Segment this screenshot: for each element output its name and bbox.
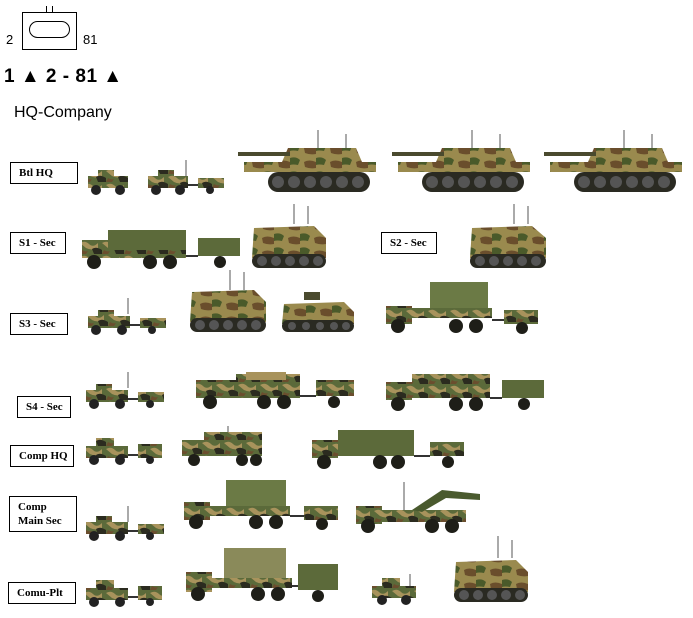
- row-label-comp-hq: Comp HQ: [10, 445, 74, 467]
- armored-command-vehicle-icon: [454, 536, 528, 602]
- unit-symbol: [22, 6, 77, 50]
- row-label-s4-sec: S4 - Sec: [17, 396, 71, 418]
- symbol-tick: [46, 6, 47, 13]
- symbol-right-value: 81: [83, 32, 98, 47]
- armored-command-vehicle-icon: [252, 204, 326, 268]
- shelter-truck-with-trailer-icon: [186, 548, 338, 602]
- row-label-s2-sec: S2 - Sec: [381, 232, 437, 254]
- row-label-comu-plt: Comu-Plt: [8, 582, 76, 604]
- jeep-icon: [372, 574, 416, 605]
- symbol-left-value: 2: [6, 32, 14, 47]
- jeep-with-trailer-icon: [86, 580, 162, 607]
- jeep-with-trailer-icon: [88, 298, 166, 335]
- jeep-icon: [88, 170, 128, 195]
- row-label-comp-main-sec: Comp Main Sec: [9, 496, 77, 532]
- tank-icon: [238, 130, 376, 192]
- unit-designation: 1 ▲ 2 - 81 ▲: [4, 66, 123, 87]
- jeep-with-trailer-icon: [86, 438, 162, 465]
- row-label-s3-sec: S3 - Sec: [10, 313, 68, 335]
- armored-command-vehicle-icon: [190, 270, 266, 332]
- tank-icon: [392, 130, 530, 192]
- shelter-truck-with-trailer-icon: [184, 480, 338, 530]
- cargo-truck-with-trailer-icon: [386, 374, 544, 411]
- jeep-with-trailer-icon: [148, 160, 224, 195]
- shelter-truck-with-trailer-icon: [386, 282, 538, 334]
- tank-icon: [544, 130, 682, 192]
- armored-command-vehicle-icon: [470, 204, 546, 268]
- cargo-truck-with-trailer-icon: [312, 430, 464, 469]
- cargo-truck-with-trailer-icon: [196, 372, 354, 409]
- jeep-with-trailer-icon: [86, 372, 164, 409]
- company-title: HQ-Company: [14, 104, 112, 121]
- row-label-btl-hq: Btl HQ: [10, 162, 78, 184]
- utility-truck-icon: [182, 426, 262, 466]
- armored-personnel-carrier-icon: [282, 292, 354, 332]
- jeep-with-trailer-icon: [86, 506, 164, 541]
- symbol-tick: [52, 6, 53, 13]
- row-label-s1-sec: S1 - Sec: [10, 232, 66, 254]
- armor-oval-icon: [29, 21, 70, 38]
- cargo-truck-with-trailer-icon: [82, 230, 240, 269]
- wrecker-truck-icon: [356, 482, 480, 533]
